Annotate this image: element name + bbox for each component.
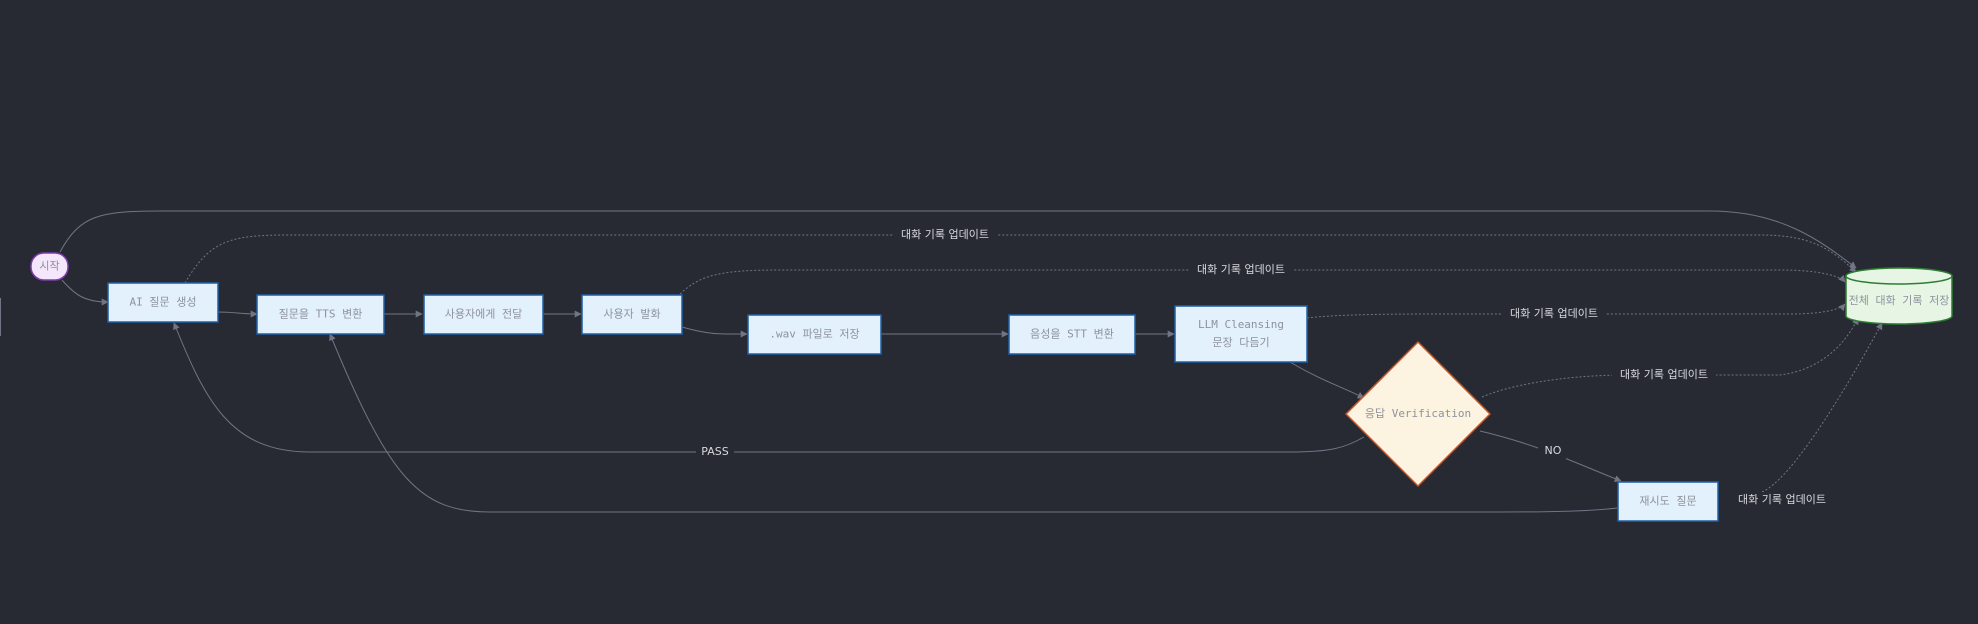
- node-deliver[interactable]: 사용자에게 전달: [423, 294, 544, 335]
- node-tts[interactable]: 질문을 TTS 변환: [256, 294, 385, 335]
- edge-label-update-retry: 대화 기록 업데이트: [1738, 493, 1826, 506]
- edges: [59, 210, 1883, 513]
- edge-verification-to-storage: [1481, 317, 1859, 398]
- node-ai-question[interactable]: AI 질문 생성: [107, 282, 219, 323]
- node-user-speech-label: 사용자 발화: [603, 308, 660, 321]
- node-start[interactable]: 시작: [30, 252, 69, 281]
- node-start-label: 시작: [39, 260, 59, 273]
- edge-label-pass: PASS: [701, 445, 728, 458]
- edge-ai-question-to-storage: [184, 234, 1857, 284]
- node-storage-label: 전체 대화 기록 저장: [1849, 294, 1950, 307]
- node-user-speech[interactable]: 사용자 발화: [581, 294, 683, 335]
- node-llm-cleansing-title: LLM Cleansing: [1198, 318, 1284, 331]
- edge-user-speech-to-storage: [679, 269, 1846, 295]
- edge-labels: 대화 기록 업데이트 대화 기록 업데이트 대화 기록 업데이트 대화 기록 업…: [696, 227, 1834, 508]
- node-storage[interactable]: 전체 대화 기록 저장: [1845, 267, 1953, 325]
- edge-user-speech-to-wav: [681, 326, 748, 338]
- edge-label-no: NO: [1545, 444, 1562, 457]
- nodes: 시작 AI 질문 생성 질문을 TTS 변환 사용자에게 전달 사용자 발화 .…: [30, 252, 1953, 522]
- edge-start-to-storage: [59, 210, 1857, 269]
- node-deliver-label: 사용자에게 전달: [445, 308, 522, 321]
- edge-label-update-verify: 대화 기록 업데이트: [1620, 368, 1708, 381]
- edge-llm-to-verification: [1289, 361, 1365, 399]
- edge-start-to-ai-question: [61, 279, 109, 306]
- node-retry-label: 재시도 질문: [1639, 495, 1696, 508]
- node-stt[interactable]: 음성을 STT 변환: [1008, 314, 1136, 355]
- node-wav-save-label: .wav 파일로 저장: [769, 327, 859, 341]
- edge-verification-pass-to-ai-question: [173, 322, 1365, 453]
- edge-label-update-speech: 대화 기록 업데이트: [1197, 263, 1285, 276]
- node-wav-save[interactable]: .wav 파일로 저장: [747, 314, 882, 355]
- node-ai-question-label: AI 질문 생성: [130, 296, 197, 309]
- edge-llm-to-storage: [1306, 303, 1846, 319]
- node-tts-label: 질문을 TTS 변환: [279, 308, 363, 321]
- edge-retry-to-storage: [1761, 322, 1883, 493]
- edge-ai-question-to-tts: [217, 310, 258, 318]
- node-verification-label: 응답 Verification: [1365, 407, 1471, 420]
- node-stt-label: 음성을 STT 변환: [1030, 328, 1114, 341]
- node-llm-cleansing[interactable]: LLM Cleansing 문장 다듬기: [1174, 305, 1308, 363]
- edge-retry-to-tts: [329, 333, 1619, 513]
- node-verification[interactable]: 응답 Verification: [1344, 340, 1492, 488]
- node-retry[interactable]: 재시도 질문: [1617, 481, 1719, 522]
- edge-label-update-llm: 대화 기록 업데이트: [1510, 307, 1598, 320]
- node-llm-cleansing-subtitle: 문장 다듬기: [1212, 336, 1269, 349]
- edge-label-update-ai: 대화 기록 업데이트: [901, 228, 989, 241]
